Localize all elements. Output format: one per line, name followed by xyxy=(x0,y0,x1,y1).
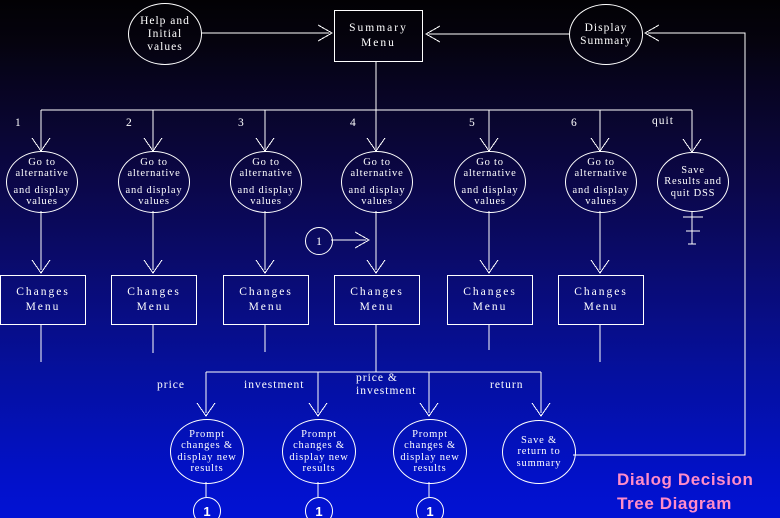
save-results-quit-dss-node: Save Results and quit DSS xyxy=(657,152,729,212)
arrowhead-down-icon xyxy=(419,402,439,417)
prompt-changes-node-2: Prompt changes & display new results xyxy=(282,419,356,484)
arrowhead-down-icon xyxy=(255,259,275,274)
goto-alternative-node-1: Go to alternative and display values xyxy=(6,151,78,213)
diagram-title-line1: Dialog Decision xyxy=(617,470,754,489)
arrowhead-down-icon xyxy=(479,259,499,274)
action-label-price-investment: price & investment xyxy=(356,372,417,397)
arrowhead-right-icon xyxy=(317,24,334,42)
edge-savereturn-to-display xyxy=(573,32,746,456)
action-label-investment: investment xyxy=(244,379,305,391)
connector-circle-bottom-2: 1 xyxy=(305,497,333,518)
branch-label-4: 4 xyxy=(350,117,357,129)
branch-label-5: 5 xyxy=(469,117,476,129)
connector-circle-bottom-3: 1 xyxy=(416,497,444,518)
arrowhead-down-icon xyxy=(196,402,216,417)
prompt-changes-node-3: Prompt changes & display new results xyxy=(393,419,467,484)
arrowhead-down-icon xyxy=(308,402,328,417)
arrowhead-down-icon xyxy=(366,259,386,274)
arrowhead-down-icon xyxy=(531,402,551,417)
connector-circle-1: 1 xyxy=(305,227,333,255)
goto-alternative-node-4: Go to alternative and display values xyxy=(341,151,413,213)
summary-menu-node: Summary Menu xyxy=(334,10,423,62)
arrowhead-right-icon xyxy=(354,231,371,249)
arrowhead-down-icon xyxy=(31,259,51,274)
branch-label-6: 6 xyxy=(571,117,578,129)
branch-label-1: 1 xyxy=(15,117,22,129)
display-summary-node: Display Summary xyxy=(569,4,643,65)
prompt-changes-node-1: Prompt changes & display new results xyxy=(170,419,244,484)
goto-alternative-node-3: Go to alternative and display values xyxy=(230,151,302,213)
action-label-price: price xyxy=(157,379,185,391)
diagram-title: Dialog Decision Tree Diagram xyxy=(617,468,754,516)
save-return-summary-node: Save & return to summary xyxy=(502,420,576,484)
connector-circle-bottom-1: 1 xyxy=(193,497,221,518)
arrowhead-down-icon xyxy=(143,259,163,274)
arrowhead-down-icon xyxy=(590,259,610,274)
help-initial-values-node: Help and Initial values xyxy=(128,3,202,65)
goto-alternative-node-5: Go to alternative and display values xyxy=(454,151,526,213)
goto-alternative-node-6: Go to alternative and display values xyxy=(565,151,637,213)
arrowhead-left-icon xyxy=(424,25,441,43)
diagram-title-line2: Tree Diagram xyxy=(617,494,732,513)
branch-label-3: 3 xyxy=(238,117,245,129)
arrowhead-left-icon xyxy=(643,24,660,42)
action-label-return: return xyxy=(490,379,524,391)
goto-alternative-node-2: Go to alternative and display values xyxy=(118,151,190,213)
branch-label-2: 2 xyxy=(126,117,133,129)
branch-label-quit: quit xyxy=(652,115,674,127)
